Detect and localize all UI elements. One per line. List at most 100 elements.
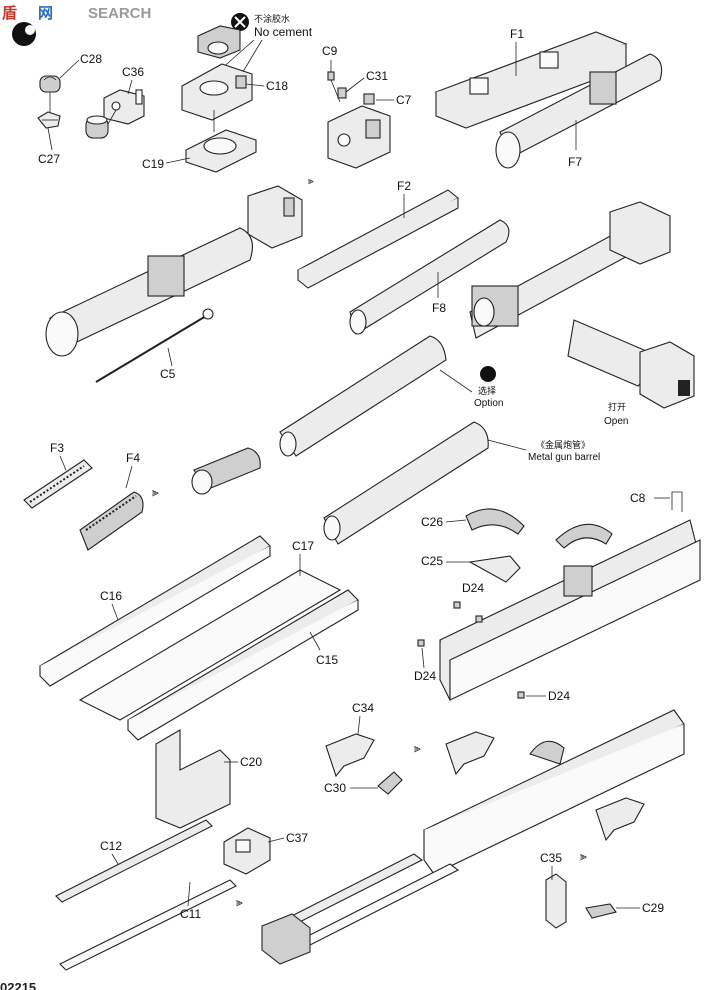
part-c25 xyxy=(468,555,521,583)
label-d24-top: D24 xyxy=(462,581,484,595)
page-number: 02215 xyxy=(0,980,36,990)
label-c19: C19 xyxy=(142,157,164,171)
label-c25: C25 xyxy=(421,554,443,568)
part-c27 xyxy=(37,111,61,129)
label-c18: C18 xyxy=(266,79,288,93)
part-c37 xyxy=(223,827,271,875)
part-c17 xyxy=(78,569,342,721)
arrow-hint-1: ⫸ xyxy=(308,176,314,187)
label-c16: C16 xyxy=(100,589,122,603)
label-f1: F1 xyxy=(510,27,524,41)
option-mark: ? xyxy=(484,370,490,381)
part-c28 xyxy=(39,75,61,93)
label-c27: C27 xyxy=(38,152,60,166)
label-d24-left: D24 xyxy=(414,669,436,683)
part-c18 xyxy=(181,63,253,121)
label-c31: C31 xyxy=(366,69,388,83)
label-c29: C29 xyxy=(642,901,664,915)
part-c36-roller xyxy=(85,115,109,139)
metal-barrel-en: Metal gun barrel xyxy=(528,452,600,463)
label-f8: F8 xyxy=(432,301,446,315)
part-metal-gun-barrel xyxy=(323,421,489,545)
part-c5-rod xyxy=(95,308,214,383)
label-f3: F3 xyxy=(50,441,64,455)
watermark-search: SEARCH xyxy=(88,5,151,22)
label-c11: C11 xyxy=(180,907,201,921)
part-c26 xyxy=(465,508,525,535)
part-c35-fitted xyxy=(595,797,645,842)
option-cn: 选择 xyxy=(478,385,496,397)
label-c12: C12 xyxy=(100,839,122,853)
label-c28: C28 xyxy=(80,52,102,66)
part-f1 xyxy=(434,31,628,129)
part-c35 xyxy=(545,873,567,929)
part-c31 xyxy=(337,87,347,99)
arrow-hint-4: ⫸ xyxy=(580,849,587,863)
part-f3 xyxy=(23,459,93,509)
part-c30 xyxy=(377,771,403,795)
part-c36 xyxy=(103,89,145,125)
part-cradle xyxy=(439,519,701,701)
part-c29 xyxy=(585,903,617,919)
metal-barrel-cn: 《金属炮管》 xyxy=(536,439,590,451)
no-cement-cn: 不涂胶水 xyxy=(254,13,290,25)
part-c8 xyxy=(671,491,683,512)
part-f7 xyxy=(495,53,663,169)
label-c8: C8 xyxy=(630,491,646,505)
part-c26-sight xyxy=(555,523,613,549)
open-note-cn: 打开 xyxy=(608,401,626,413)
open-note-en: Open xyxy=(604,416,628,427)
option-note: ? 选择 Option xyxy=(439,366,503,409)
part-lower-carriage xyxy=(423,709,685,875)
label-c34: C34 xyxy=(352,701,374,715)
arrow-hint-5: ⫸ xyxy=(236,895,243,909)
part-c12 xyxy=(55,819,213,903)
part-f4 xyxy=(79,491,144,551)
no-cement-en: No cement xyxy=(254,25,313,39)
part-c9 xyxy=(327,71,335,81)
watermark-glyph-1: 盾 xyxy=(2,4,17,22)
part-d24-group xyxy=(417,601,525,699)
option-icon xyxy=(480,366,496,382)
label-c17: C17 xyxy=(292,539,314,553)
part-c18-upper xyxy=(197,25,241,59)
arrow-hint-2: ⫸ xyxy=(152,485,159,499)
label-c26: C26 xyxy=(421,515,443,529)
part-barrel-breech xyxy=(247,185,303,249)
label-c20: C20 xyxy=(240,755,262,769)
label-d24-right: D24 xyxy=(548,689,570,703)
part-c15 xyxy=(127,589,359,741)
watermark-glyph-2: 网 xyxy=(38,4,53,22)
label-f4: F4 xyxy=(126,451,140,465)
part-breech-open-detail xyxy=(567,319,695,409)
label-c37: C37 xyxy=(286,831,308,845)
part-f8 xyxy=(349,219,510,335)
part-c16 xyxy=(39,535,271,687)
part-c34-fitted xyxy=(445,731,495,776)
part-c34 xyxy=(325,733,375,778)
label-c15: C15 xyxy=(316,653,338,667)
part-f2 xyxy=(297,189,459,289)
label-c30: C30 xyxy=(324,781,346,795)
label-c35: C35 xyxy=(540,851,562,865)
label-c5: C5 xyxy=(160,367,176,381)
part-breech-block xyxy=(327,105,391,169)
option-en: Option xyxy=(474,398,503,409)
part-c7 xyxy=(363,93,375,105)
part-gun-barrel-plastic xyxy=(279,335,447,457)
label-c9: C9 xyxy=(322,44,338,58)
part-barrel-sleeve-left xyxy=(45,227,253,357)
part-muzzle-brake-assembled xyxy=(191,447,261,495)
part-barrel-sleeve-right xyxy=(469,201,671,339)
label-c7: C7 xyxy=(396,93,412,107)
part-c11 xyxy=(59,879,237,971)
part-trail-assembly xyxy=(261,853,460,965)
label-f2: F2 xyxy=(397,179,411,193)
arrow-hint-3: ⫸ xyxy=(414,741,421,755)
label-f7: F7 xyxy=(568,155,582,169)
step-badge xyxy=(12,22,36,46)
label-c36: C36 xyxy=(122,65,144,79)
metal-barrel-note: 《金属炮管》 Metal gun barrel xyxy=(487,439,600,463)
part-c19 xyxy=(185,129,257,173)
